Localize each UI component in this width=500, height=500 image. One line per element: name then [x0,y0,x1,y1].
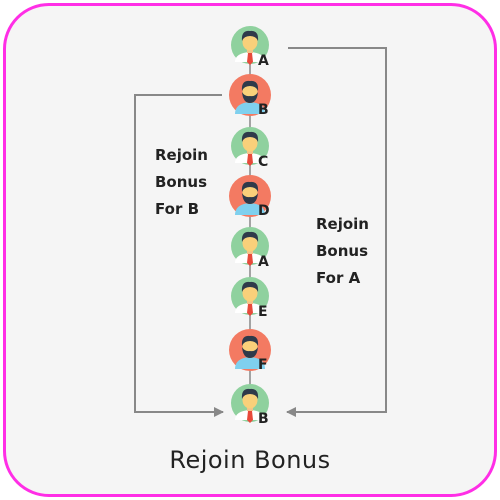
person-with-tie-icon [231,26,269,65]
diagram-caption: Rejoin Bonus [169,446,331,474]
person-node-8: B [231,384,269,427]
person-with-tie-icon [231,227,269,266]
person-with-tie-icon [231,277,269,316]
bearded-person-icon [229,175,271,217]
left-label-line-1: Rejoin [155,146,208,164]
bearded-person-icon [229,74,271,116]
person-with-tie-icon [231,127,269,166]
node-label-8: B [258,411,269,427]
node-label-1: A [258,53,269,69]
left-label-line-2: Bonus [155,173,207,191]
person-node-1: A [231,26,269,69]
person-node-7: F [229,329,271,373]
person-node-4: D [229,175,271,219]
node-label-4: D [258,203,270,219]
person-node-5: A [231,227,269,270]
right-label-line-2: Bonus [316,242,368,260]
node-label-6: E [258,304,268,320]
nodes-layer: A B C D A E F B [229,26,271,427]
node-label-7: F [258,357,268,373]
right-rejoin-arrow [286,47,387,417]
node-label-3: C [258,154,268,170]
left-rejoin-arrow [134,94,224,417]
person-with-tie-icon [231,384,269,423]
node-label-5: A [258,254,269,270]
person-node-2: B [229,74,271,118]
left-label-line-3: For B [155,200,199,218]
right-label-line-1: Rejoin [316,215,369,233]
person-node-3: C [231,127,269,170]
node-label-2: B [258,102,269,118]
bearded-person-icon [229,329,271,371]
person-node-6: E [231,277,269,320]
right-label-line-3: For A [316,269,361,287]
